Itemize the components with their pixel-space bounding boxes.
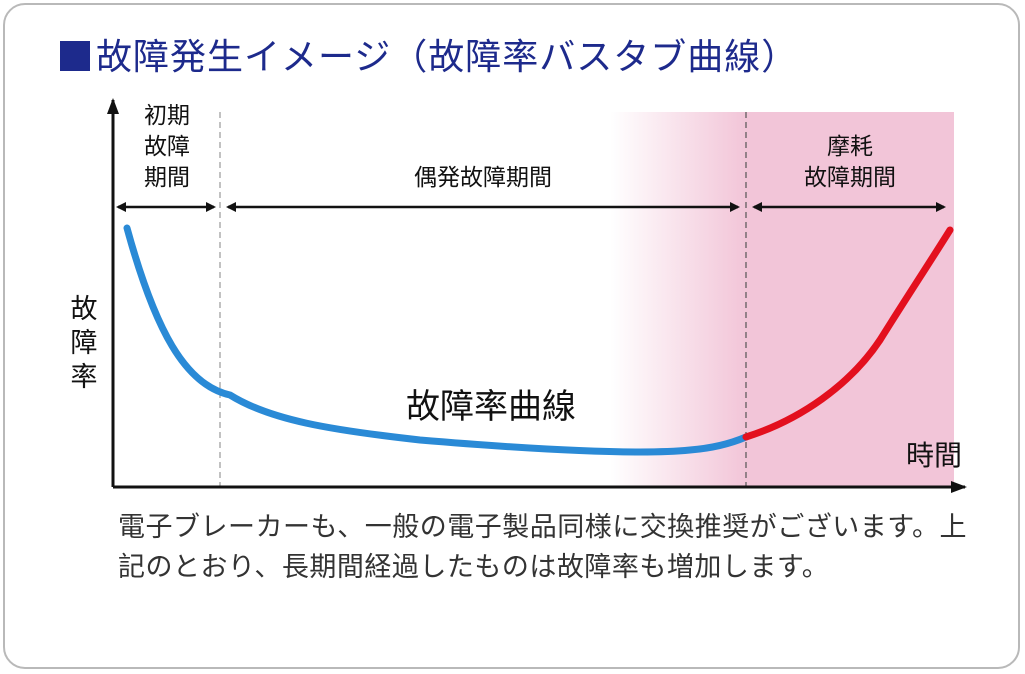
y-label-2: 障 [71, 328, 98, 359]
label-initial-2: 故障 [144, 134, 190, 160]
square-bullet-icon [60, 41, 90, 71]
description-text: 電子ブレーカーも、一般の電子製品同様に交換推奨がございます。上記のとおり、長期間… [118, 512, 967, 583]
label-wearout-1: 摩耗 [827, 134, 873, 160]
curve-label: 故障率曲線 [406, 387, 576, 427]
page-title: 故障発生イメージ（故障率バスタブ曲線） [60, 28, 798, 80]
label-initial-1: 初期 [144, 103, 190, 129]
x-axis-label: 時間 [906, 439, 962, 472]
label-wearout-2: 故障期間 [804, 165, 896, 191]
curve-wearout-segment [742, 226, 954, 441]
transition-shade [610, 112, 746, 487]
curve-normal-segment [123, 224, 750, 456]
label-initial-3: 期間 [144, 165, 190, 191]
y-label-3: 率 [71, 362, 98, 393]
y-label-1: 故 [71, 294, 98, 325]
title-text: 故障発生イメージ（故障率バスタブ曲線） [96, 37, 799, 78]
label-random: 偶発故障期間 [414, 165, 552, 191]
